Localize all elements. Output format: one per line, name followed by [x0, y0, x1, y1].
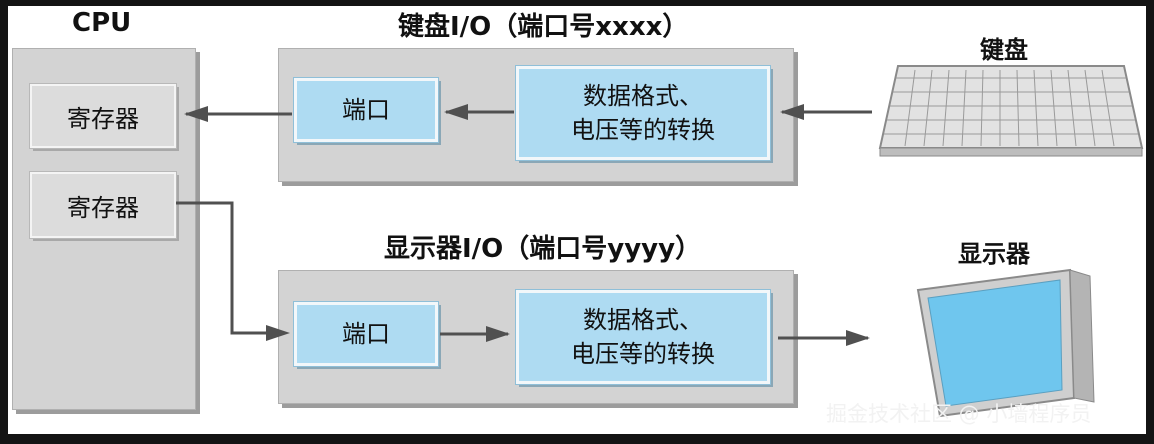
display-port-label: 端口: [342, 320, 390, 348]
display-device-label: 显示器: [958, 240, 1030, 268]
cpu-title: CPU: [72, 8, 132, 38]
arrow-register-to-display-port: [176, 201, 290, 341]
keyboard-icon: [878, 65, 1144, 157]
display-io-title: 显示器I/O（端口号yyyy）: [384, 234, 702, 264]
register-bottom: 寄存器: [29, 171, 177, 239]
keyboard-device-label: 键盘: [980, 36, 1028, 64]
display-convert-line1: 数据格式、: [583, 306, 703, 334]
keyboard-port-label: 端口: [342, 96, 390, 124]
display-convert-box: 数据格式、 电压等的转换: [515, 289, 771, 385]
monitor-icon: [916, 268, 1095, 418]
display-port-box: 端口: [293, 301, 439, 367]
keyboard-io-title: 键盘I/O（端口号xxxx）: [398, 12, 689, 42]
keyboard-convert-box: 数据格式、 电压等的转换: [515, 65, 771, 161]
keyboard-port-box: 端口: [293, 77, 439, 143]
keyboard-convert-line1: 数据格式、: [583, 82, 703, 110]
keyboard-convert-line2: 电压等的转换: [571, 116, 715, 144]
watermark: 掘金技术社区 @ 小墙程序员: [826, 402, 1092, 426]
register-top: 寄存器: [29, 83, 177, 149]
display-convert-line2: 电压等的转换: [571, 340, 715, 368]
